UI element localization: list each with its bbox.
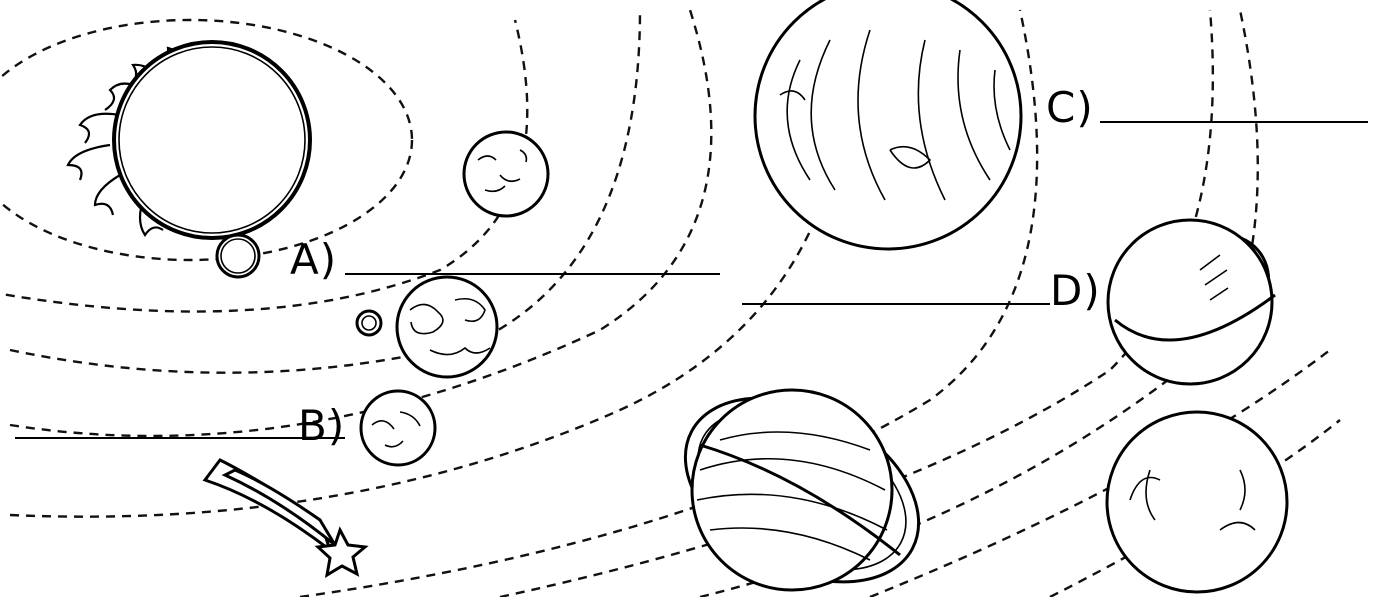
mars-icon	[361, 391, 435, 465]
label-a: A)	[290, 239, 337, 281]
comet-icon	[205, 460, 365, 575]
orbit-4	[10, 10, 711, 436]
label-d: D)	[1050, 270, 1101, 312]
venus-icon	[464, 132, 548, 216]
label-b: B)	[298, 405, 345, 447]
sun-icon	[68, 42, 310, 238]
neptune-icon	[1107, 412, 1287, 592]
mercury-icon	[217, 235, 259, 277]
answer-line-d[interactable]	[742, 303, 1050, 305]
jupiter-icon	[755, 0, 1021, 249]
label-c: C)	[1046, 87, 1094, 129]
answer-line-b[interactable]	[15, 437, 345, 439]
uranus-icon	[1098, 206, 1295, 398]
answer-line-a[interactable]	[345, 273, 720, 275]
earth-icon	[397, 277, 497, 377]
answer-line-c[interactable]	[1100, 121, 1368, 123]
saturn-icon	[654, 361, 950, 597]
moon-icon	[357, 311, 381, 335]
